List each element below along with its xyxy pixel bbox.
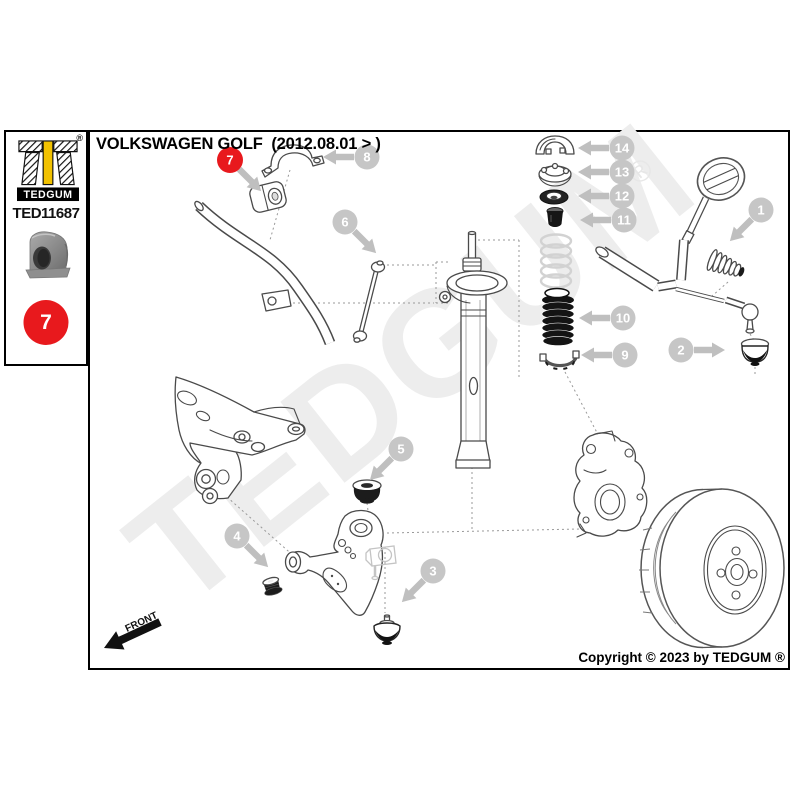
copyright-text: Copyright © 2023 by TEDGUM ® xyxy=(578,650,785,665)
callout-number: 7 xyxy=(226,153,233,168)
callout-circle xyxy=(332,209,358,235)
callout-arrow xyxy=(580,212,611,228)
callout-number: 6 xyxy=(341,215,348,230)
callout-circle xyxy=(748,197,774,223)
ball-joint-bracket-ghost xyxy=(365,545,397,581)
callout-number: 14 xyxy=(615,141,630,156)
callout-circle xyxy=(611,207,637,233)
logo-brand-text: TEDGUM xyxy=(23,189,72,201)
callout-circle xyxy=(217,147,243,173)
callout-4: 4 xyxy=(224,523,269,568)
stabilizer-bracket-drawing xyxy=(261,144,325,178)
callout-number: 2 xyxy=(677,343,684,358)
stabilizer-bushing-photo xyxy=(25,231,71,279)
callout-circle xyxy=(388,436,414,462)
arm-bushing-5-drawing xyxy=(352,479,382,504)
callout-number: 13 xyxy=(615,165,629,180)
callout-circle xyxy=(610,305,636,331)
callout-3: 3 xyxy=(401,558,446,603)
callout-arrow xyxy=(579,310,610,326)
callout-arrow xyxy=(351,228,377,254)
callout-number: 1 xyxy=(757,203,764,218)
callout-6: 6 xyxy=(332,209,377,254)
callout-number: 9 xyxy=(621,348,628,363)
callout-arrow xyxy=(729,216,755,242)
callout-circle xyxy=(609,183,635,209)
steering-rack-boot-drawing xyxy=(706,249,745,277)
page-title: VOLKSWAGEN GOLF (2012.08.01 > ) xyxy=(96,135,381,153)
callout-number: 5 xyxy=(397,442,404,457)
wheel-drawing xyxy=(639,488,785,649)
spring-clamp-drawing xyxy=(539,350,580,371)
knuckle-drawing xyxy=(573,430,648,538)
logo-yellow-bar xyxy=(42,140,54,186)
part-number: TED11687 xyxy=(12,205,80,222)
callout-arrow xyxy=(369,455,395,481)
stabilizer-bar-drawing xyxy=(194,200,336,346)
callout-8: 8 xyxy=(323,144,380,170)
callout-number: 11 xyxy=(617,213,631,228)
strut-drawing xyxy=(438,230,508,469)
registered-trademark-icon: ® xyxy=(76,133,83,143)
ball-joint-boot-3-drawing xyxy=(373,614,401,645)
callout-number: 8 xyxy=(363,150,370,165)
callout-number: 10 xyxy=(616,311,630,326)
callout-arrow xyxy=(578,188,609,204)
strut-bearing-drawing xyxy=(539,189,569,205)
callout-circle xyxy=(354,144,380,170)
callout-arrow xyxy=(243,542,269,568)
callout-number: 3 xyxy=(429,564,436,579)
callout-arrow xyxy=(401,577,427,603)
dust-boot-drawing xyxy=(541,287,575,346)
callout-circle xyxy=(224,523,250,549)
callout-12: 12 xyxy=(578,183,635,209)
callout-5: 5 xyxy=(369,436,414,481)
ball-joint-boot-2-drawing xyxy=(740,338,770,366)
panel-badge-number: 7 xyxy=(40,310,52,334)
coil-spring-drawing xyxy=(539,233,573,289)
tedgum-logo: TEDGUM xyxy=(17,140,79,201)
callout-arrow xyxy=(694,342,725,358)
steering-column-drawing xyxy=(595,157,746,304)
callout-11: 11 xyxy=(580,207,637,233)
callout-2: 2 xyxy=(668,337,725,363)
bump-stop-drawing xyxy=(546,207,564,227)
callout-arrow xyxy=(578,140,609,156)
callout-13: 13 xyxy=(578,159,635,185)
front-direction-arrow: FRONT xyxy=(104,610,162,650)
strut-mount-drawing xyxy=(538,162,572,187)
callout-circle xyxy=(420,558,446,584)
callout-10: 10 xyxy=(579,305,636,331)
callout-circle xyxy=(609,135,635,161)
info-panel: ® TEDGUM TED11687 xyxy=(4,130,88,366)
callout-circle xyxy=(668,337,694,363)
callout-9: 9 xyxy=(581,342,638,368)
callout-7: 7 xyxy=(217,147,262,192)
callout-arrow xyxy=(581,347,612,363)
subframe-drawing xyxy=(174,376,306,505)
arm-bushing-4-drawing xyxy=(262,576,283,596)
tie-rod-end-drawing xyxy=(724,296,759,334)
stabilizer-link-drawing xyxy=(352,260,386,343)
callout-circle xyxy=(609,159,635,185)
callout-1: 1 xyxy=(729,197,774,242)
panel-position-badge: 7 xyxy=(23,300,69,345)
diagram-border xyxy=(88,130,790,670)
strut-mount-cap-drawing xyxy=(535,135,575,155)
callout-arrow xyxy=(236,166,262,192)
callout-arrow xyxy=(323,149,354,165)
callout-number: 4 xyxy=(233,529,241,544)
callout-circle xyxy=(612,342,638,368)
callout-number: 12 xyxy=(615,189,629,204)
callout-14: 14 xyxy=(578,135,635,161)
callout-arrow xyxy=(578,164,609,180)
